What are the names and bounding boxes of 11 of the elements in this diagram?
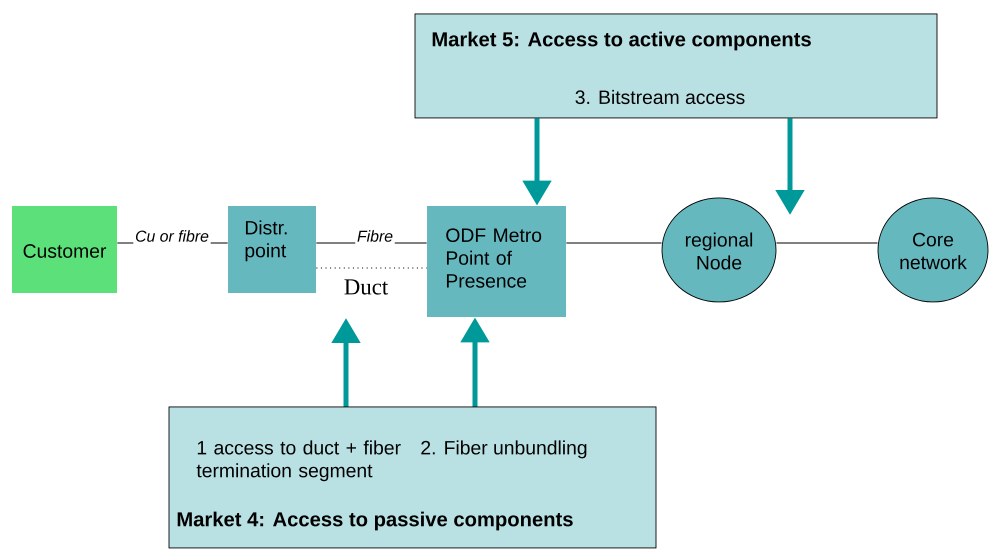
market-box: 1 access to duct + fiber termination segment 2. Fiber unbundling Market 4: Access to passive components — [168, 406, 656, 548]
edge-label: Duct — [342, 278, 390, 296]
node-box: ODF Metro Point of Presence — [427, 206, 566, 317]
connector-line — [566, 242, 662, 244]
edge-label: Fibre — [355, 228, 395, 244]
customer-box: Customer — [12, 206, 117, 293]
node-box: Distr. point — [228, 206, 316, 293]
market-box: Market 5: Access to active components 3. Bitstream access — [414, 14, 938, 118]
connector-line — [776, 242, 878, 244]
connector-line — [316, 267, 427, 269]
edge-label: Cu or fibre — [133, 228, 211, 244]
